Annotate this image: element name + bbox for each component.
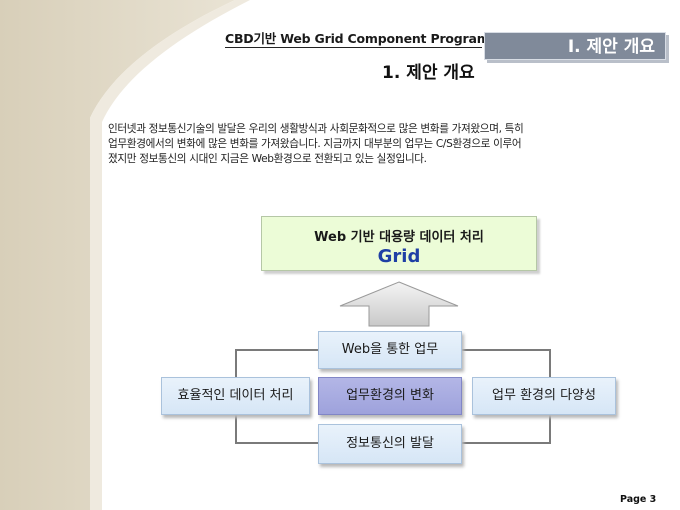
subtitle: 1. 제안 개요 [382,63,475,83]
page-number: Page 3 [620,494,657,505]
header-underline [225,47,482,48]
up-arrow-icon [339,281,459,327]
node-efficient-data-label: 효율적인 데이터 처리 [177,388,294,403]
goal-box: Web 기반 대용량 데이터 처리 Grid [261,216,537,271]
node-work-diversity: 업무 환경의 다양성 [472,377,616,415]
node-ict-development: 정보통신의 발달 [318,424,462,464]
header-title: CBD기반 Web Grid Component Program [225,31,490,46]
section-tab: Ⅰ. 제안 개요 [484,32,666,60]
intro-line: 졌지만 정보통신의 시대인 지금은 Web환경으로 전환되고 있는 실정입니다. [108,153,427,165]
node-efficient-data: 효율적인 데이터 처리 [161,377,310,415]
node-work-change-label: 업무환경의 변화 [346,388,434,403]
goal-box-grid-label: Grid [377,246,421,267]
intro-line: 업무환경에서의 변화에 많은 변화를 가져왔습니다. 지금까지 대부분의 업무는… [108,138,522,150]
intro-paragraph: 인터넷과 정보통신기술의 발달은 우리의 생활방식과 사회문화적으로 많은 변화… [108,122,668,167]
node-ict-development-label: 정보통신의 발달 [346,436,434,451]
node-work-change: 업무환경의 변화 [318,377,462,415]
node-web-work: Web을 통한 업무 [318,331,462,369]
intro-line: 인터넷과 정보통신기술의 발달은 우리의 생활방식과 사회문화적으로 많은 변화… [108,123,524,135]
node-web-work-label: Web을 통한 업무 [341,342,439,357]
node-work-diversity-label: 업무 환경의 다양성 [492,388,596,403]
goal-box-line1: Web 기반 대용량 데이터 처리 [314,230,484,245]
